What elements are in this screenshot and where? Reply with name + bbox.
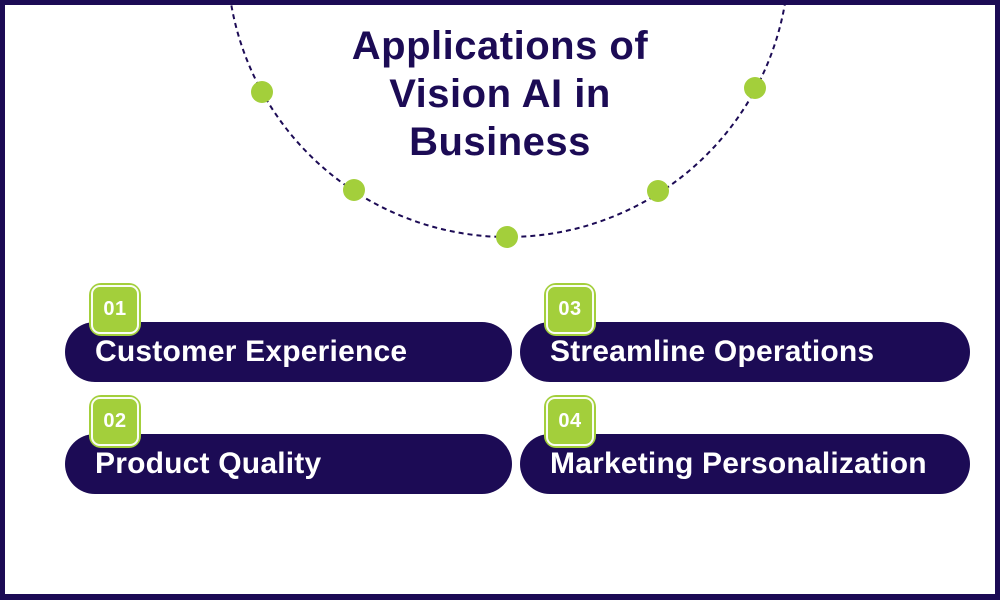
arc-dot	[343, 179, 365, 201]
application-label: Streamline Operations	[550, 335, 875, 368]
application-card: Product Quality 02	[65, 395, 512, 494]
arc-dot	[647, 180, 669, 202]
application-pill: Marketing Personalization	[520, 434, 970, 494]
application-label: Marketing Personalization	[550, 447, 927, 480]
number-badge: 03	[544, 283, 596, 336]
application-pill: Product Quality	[65, 434, 512, 494]
arc-dot	[496, 226, 518, 248]
application-card: Marketing Personalization 04	[520, 395, 970, 494]
application-pill: Customer Experience	[65, 322, 512, 382]
application-card: Customer Experience 01	[65, 283, 512, 382]
badge-number: 03	[558, 298, 582, 320]
badge-number: 04	[558, 410, 582, 432]
application-card: Streamline Operations 03	[520, 283, 970, 382]
application-label: Customer Experience	[95, 335, 408, 368]
number-badge: 01	[89, 283, 141, 336]
applications-grid: Customer Experience 01 Streamline Operat…	[65, 283, 970, 494]
arc-dot	[251, 81, 273, 103]
arc-dot	[744, 77, 766, 99]
badge-number: 02	[103, 410, 127, 432]
application-label: Product Quality	[95, 447, 322, 480]
number-badge: 02	[89, 395, 141, 448]
number-badge: 04	[544, 395, 596, 448]
page-title: Applications of Vision AI in Business	[351, 24, 649, 164]
badge-number: 01	[103, 298, 127, 320]
application-pill: Streamline Operations	[520, 322, 970, 382]
